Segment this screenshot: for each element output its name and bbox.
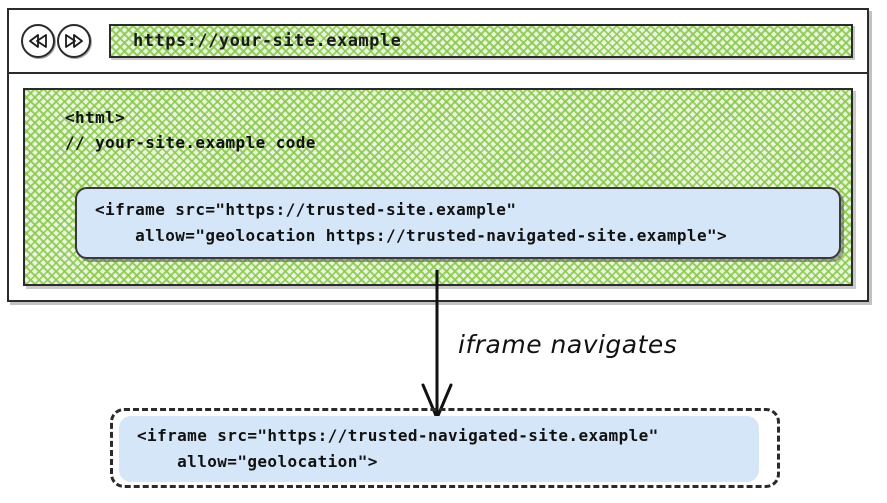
- iframe-code-line-1: <iframe src="https://trusted-site.exampl…: [95, 200, 517, 220]
- site-code-line-2: // your-site.example code: [65, 132, 316, 152]
- site-content-panel: <html> // your-site.example code <iframe…: [23, 88, 853, 286]
- browser-viewport: <html> // your-site.example code <iframe…: [9, 74, 867, 300]
- site-code-line-1: <html>: [65, 108, 126, 127]
- navigated-iframe-block: <iframe src="https://trusted-navigated-s…: [119, 416, 759, 482]
- address-bar-value: https://your-site.example: [133, 31, 402, 51]
- rewind-icon[interactable]: [21, 24, 55, 58]
- annotation-label: iframe navigates: [458, 330, 678, 359]
- address-bar[interactable]: https://your-site.example: [109, 24, 853, 58]
- browser-toolbar: https://your-site.example: [9, 10, 867, 74]
- navigated-code-line-2: allow="geolocation">: [137, 452, 378, 471]
- navigated-code-line-1: <iframe src="https://trusted-navigated-s…: [137, 426, 659, 446]
- browser-window: https://your-site.example <html> // your…: [7, 8, 869, 302]
- navigated-iframe-outline: <iframe src="https://trusted-navigated-s…: [110, 408, 780, 488]
- iframe-code-line-2: allow="geolocation https://trusted-navig…: [95, 226, 728, 245]
- fast-forward-icon[interactable]: [57, 24, 91, 58]
- navigation-buttons: [21, 24, 91, 58]
- embedded-iframe-block: <iframe src="https://trusted-site.exampl…: [75, 187, 841, 259]
